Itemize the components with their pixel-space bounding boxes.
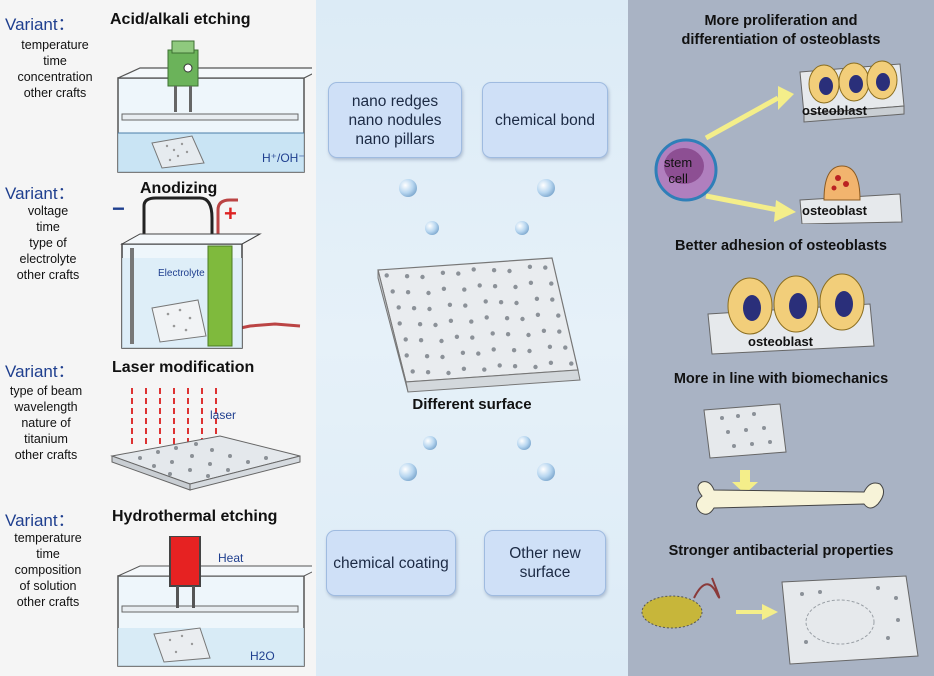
- acid-params: temperature time concentration other cra…: [0, 37, 110, 101]
- param-item: other crafts: [16, 595, 80, 609]
- hydrothermal-illustration: [117, 536, 312, 667]
- param-item: temperature: [21, 38, 89, 52]
- surface-pores: [384, 264, 574, 376]
- stem-cell-label: stem cell: [664, 155, 693, 186]
- laser-illustration: [110, 388, 301, 491]
- svg-text:−: −: [112, 196, 125, 221]
- param-item: type of beam: [9, 384, 83, 398]
- variant-label-2: Variant：: [5, 184, 75, 203]
- left-panel-methods: Variant： Acid/alkali etching temperature…: [0, 0, 316, 676]
- hydrothermal-params: temperature time composition of solution…: [0, 530, 96, 610]
- method-title-hydrothermal-etching: Hydrothermal etching: [112, 508, 278, 525]
- center-connectors: [377, 179, 581, 481]
- adhesion-illustration: [707, 273, 875, 355]
- param-item: time: [43, 54, 67, 68]
- method-title-laser-modification: Laser modification: [112, 359, 255, 376]
- param-item: other crafts: [14, 448, 78, 462]
- param-item: composition: [14, 563, 82, 577]
- param-item: of solution: [19, 579, 77, 593]
- middle-panel-surfaces: nano redges nano nodules nano pillars ch…: [316, 0, 628, 676]
- param-item: wavelength: [14, 400, 78, 414]
- param-item: type of: [29, 236, 67, 250]
- box-nano-structures: nano redges nano nodules nano pillars: [328, 82, 462, 158]
- outcome-biomechanics: More in line with biomechanics: [673, 371, 889, 387]
- svg-text:+: +: [224, 201, 237, 226]
- laser-params: type of beam wavelength nature of titani…: [0, 383, 92, 463]
- param-item: time: [36, 220, 60, 234]
- osteoblast-label-2: osteoblast: [802, 203, 868, 218]
- acid-solution-tag: H⁺/OH⁻: [262, 151, 305, 165]
- box-chemical-coating: chemical coating: [326, 530, 456, 596]
- param-item: concentration: [17, 70, 93, 84]
- right-panel-outcomes: More proliferation and differentiation o…: [628, 0, 934, 676]
- osteoblast-label-3: osteoblast: [748, 334, 814, 349]
- center-label-different-surface: Different surface: [412, 396, 532, 413]
- variant-label-1: Variant：: [5, 15, 75, 34]
- outcome-adhesion: Better adhesion of osteoblasts: [675, 238, 887, 254]
- anodizing-params: voltage time type of electrolyte other c…: [0, 203, 96, 283]
- box-other-new-surface: Other new surface: [484, 530, 606, 596]
- acid-tank-illustration: [117, 40, 312, 173]
- box-chemical-bond: chemical bond: [482, 82, 608, 158]
- anodizing-cell-illustration: − + Electrolyte: [112, 196, 301, 349]
- water-tag: H2O: [250, 649, 275, 663]
- svg-text:Electrolyte: Electrolyte: [158, 268, 205, 279]
- osteoblast-label-1: osteoblast: [802, 103, 868, 118]
- param-item: temperature: [14, 531, 82, 545]
- heat-tag: Heat: [218, 551, 244, 565]
- outcome-proliferation: More proliferation and differentiation o…: [681, 13, 881, 48]
- param-item: nature of: [21, 416, 71, 430]
- antibacterial-illustration: [641, 575, 919, 665]
- param-item: time: [36, 547, 60, 561]
- method-title-anodizing: Anodizing: [140, 180, 218, 197]
- param-item: other crafts: [16, 268, 80, 282]
- outcome-antibacterial: Stronger antibacterial properties: [668, 543, 894, 559]
- variant-label-3: Variant：: [5, 362, 75, 381]
- laser-tag: laser: [210, 408, 237, 422]
- method-title-acid-alkali-etching: Acid/alkali etching: [110, 11, 251, 28]
- variant-label-4: Variant：: [5, 511, 75, 530]
- stem-cell-differentiation-illustration: [654, 60, 905, 224]
- param-item: other crafts: [23, 86, 87, 100]
- param-item: titanium: [24, 432, 68, 446]
- biomechanics-illustration: [696, 403, 884, 515]
- param-item: electrolyte: [19, 252, 77, 266]
- param-item: voltage: [27, 204, 69, 218]
